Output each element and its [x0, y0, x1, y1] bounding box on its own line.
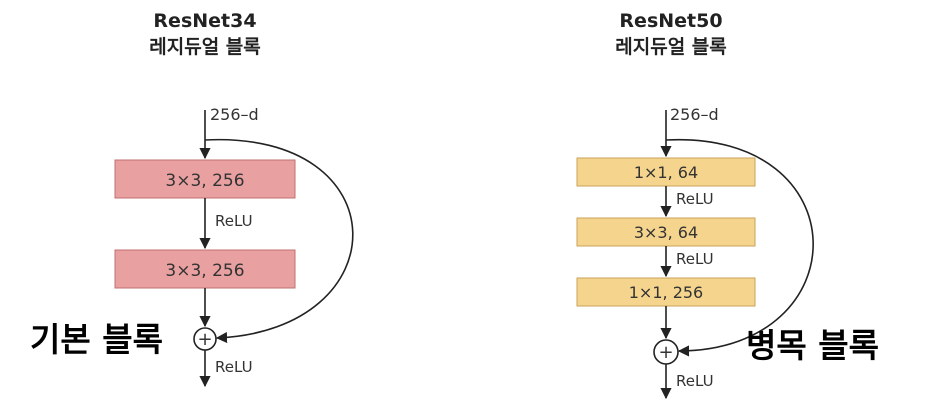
left-input-dim-label: 256–d: [210, 105, 259, 124]
left-title-line2: 레지듀얼 블록: [149, 36, 261, 58]
right-title-line2: 레지듀얼 블록: [615, 36, 727, 58]
right-add-symbol: +: [658, 342, 673, 363]
left-relu-out-label: ReLU: [215, 358, 253, 376]
right-layer1-label: 1×1, 64: [634, 163, 698, 182]
right-relu2-label: ReLU: [676, 250, 714, 268]
left-title: ResNet34 레지듀얼 블록: [130, 8, 280, 60]
left-skip-connection: [204, 138, 354, 344]
right-input-dim-label: 256–d: [670, 105, 719, 124]
left-layer1-label: 3×3, 256: [165, 171, 244, 191]
basic-block-label: 기본 블록: [30, 320, 163, 359]
left-title-line1: ResNet34: [153, 10, 257, 32]
right-layer1-box: [576, 157, 756, 187]
right-relu-out-label: ReLU: [676, 372, 714, 390]
left-layer2-box: [114, 249, 296, 289]
left-layer2-label: 3×3, 256: [165, 261, 244, 281]
right-title-line1: ResNet50: [619, 10, 723, 32]
right-title: ResNet50 레지듀얼 블록: [596, 8, 746, 60]
left-add-symbol: +: [197, 329, 212, 350]
right-layer2-box: [576, 217, 756, 247]
right-layer2-label: 3×3, 64: [634, 223, 698, 242]
left-block: 256–d 3×3, 256 ReLU 3×3, 256 + ReLU: [114, 105, 354, 388]
left-relu-mid-label: ReLU: [215, 212, 253, 230]
right-block: 256–d 1×1, 64 ReLU 3×3, 64 ReLU 1×1, 256…: [576, 105, 814, 400]
right-skip-connection: [665, 139, 814, 357]
bottleneck-block-label: 병목 블록: [746, 326, 879, 365]
right-layer3-label: 1×1, 256: [629, 283, 703, 302]
right-relu1-label: ReLU: [676, 190, 714, 208]
